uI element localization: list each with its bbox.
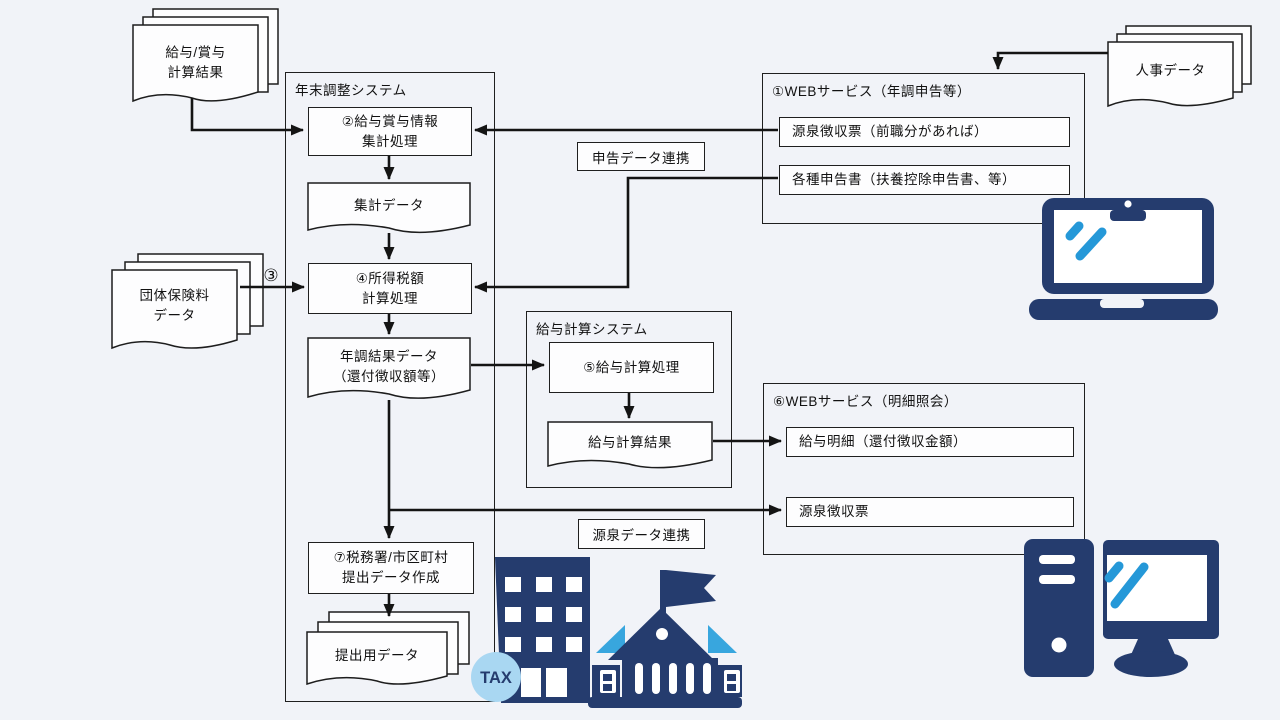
nencho-system-container: 年末調整システム bbox=[285, 72, 495, 702]
box-payroll-process: ⑤給与計算処理 bbox=[549, 342, 714, 393]
item-withholding-slip: 源泉徴収票 bbox=[786, 497, 1074, 527]
arrow-hr-to-web-service bbox=[992, 51, 1108, 70]
doc-payroll-result-label: 給与計算結果 bbox=[588, 434, 672, 450]
doc-hr-label: 人事データ bbox=[1135, 62, 1206, 78]
label-withholding-data-link: 源泉データ連携 bbox=[578, 519, 705, 549]
label-declaration-data-link: 申告データ連携 bbox=[577, 142, 705, 171]
doc-aggregate-label: 集計データ bbox=[354, 197, 424, 213]
box-salary-aggregation: ②給与賞与情報 集計処理 bbox=[308, 107, 472, 156]
doc-group-insurance-label: 団体保険料 データ bbox=[139, 287, 210, 323]
government-building-icon bbox=[588, 570, 742, 708]
label-step-3: ③ bbox=[263, 266, 279, 285]
item-various-declarations: 各種申告書（扶養控除申告書、等） bbox=[779, 165, 1070, 195]
web-service-meisai-container: ⑥WEBサービス（明細照会） bbox=[763, 383, 1085, 555]
item-payslip-detail: 給与明細（還付徴収金額） bbox=[786, 427, 1074, 457]
doc-nencho-result-label: 年調結果データ （還付徴収額等） bbox=[333, 348, 445, 384]
arrow-declarations-to-tax-calc bbox=[474, 176, 778, 293]
web-service-nencho-title: ①WEBサービス（年調申告等） bbox=[772, 84, 971, 99]
item-withholding-slip-previous-job: 源泉徴収票（前職分があれば） bbox=[779, 117, 1070, 147]
nencho-system-title: 年末調整システム bbox=[295, 83, 407, 98]
doc-submission-label: 提出用データ bbox=[335, 647, 419, 663]
desktop-computer-icon bbox=[1024, 539, 1219, 677]
doc-salary-bonus-label: 給与/賞与 計算結果 bbox=[165, 44, 226, 80]
box-submission-create: ⑦税務署/市区町村 提出データ作成 bbox=[308, 542, 474, 594]
payroll-system-container: 給与計算システム bbox=[526, 311, 732, 488]
box-income-tax-calc: ④所得税額 計算処理 bbox=[308, 263, 472, 314]
web-service-meisai-title: ⑥WEBサービス（明細照会） bbox=[773, 394, 958, 409]
payroll-system-title: 給与計算システム bbox=[536, 322, 648, 337]
web-service-nencho-container: ①WEBサービス（年調申告等） bbox=[762, 73, 1085, 224]
